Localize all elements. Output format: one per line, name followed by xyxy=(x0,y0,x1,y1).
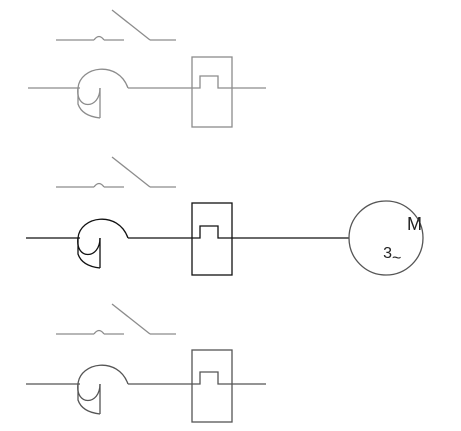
thermal-overload-relay-3 xyxy=(191,349,266,423)
motor-symbol: M 3 ~ xyxy=(348,200,424,276)
circuit-breaker-1 xyxy=(28,68,192,119)
circuit-breaker-3 xyxy=(26,364,192,415)
circuit-breaker-2 xyxy=(26,218,192,269)
thermal-overload-relay-1 xyxy=(191,56,266,128)
branch-phase-2 xyxy=(26,156,350,276)
manual-switch-3 xyxy=(56,303,176,335)
branch-phase-1 xyxy=(28,9,266,128)
manual-switch-1 xyxy=(56,9,176,41)
manual-switch-2 xyxy=(56,156,176,188)
motor-ac-symbol: ~ xyxy=(392,250,401,267)
thermal-overload-relay-2 xyxy=(191,202,350,276)
motor-phase-count: 3 xyxy=(383,245,392,262)
branch-phase-3 xyxy=(26,303,266,423)
motor-circle xyxy=(348,200,424,276)
motor-letter: M xyxy=(407,214,422,234)
